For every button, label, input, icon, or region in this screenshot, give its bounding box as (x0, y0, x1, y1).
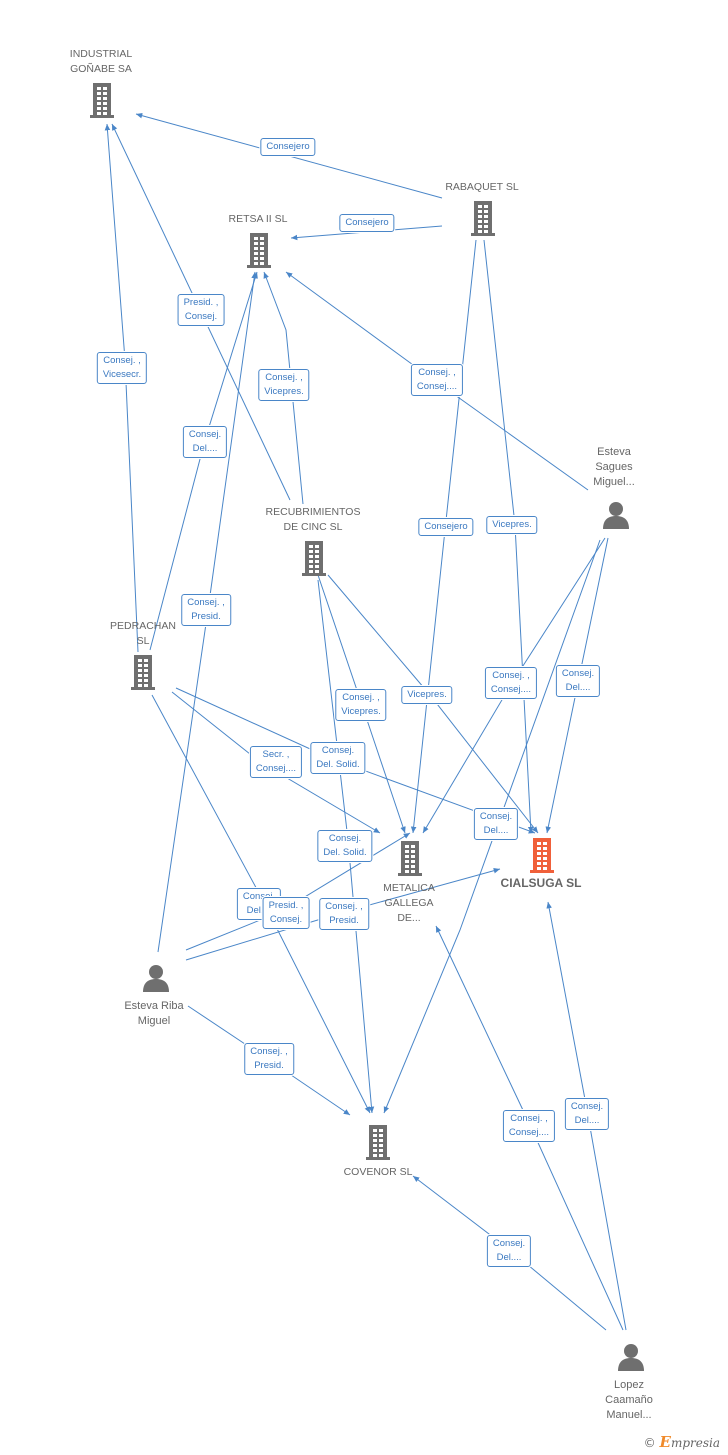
relation-edge (290, 225, 443, 241)
building-icon[interactable] (527, 837, 557, 878)
relation-label[interactable]: Consej. Del.... (555, 665, 601, 697)
relation-label[interactable]: Consej. , Consej.... (502, 1110, 556, 1142)
relation-label[interactable]: Secr. , Consej.... (249, 746, 303, 778)
relation-label[interactable]: Vicepres. (401, 686, 453, 704)
relation-label[interactable]: Consejero (418, 518, 474, 536)
building-icon[interactable] (395, 840, 425, 881)
relation-label[interactable]: Consejero (260, 138, 316, 156)
person-icon[interactable] (616, 1342, 646, 1377)
relation-label[interactable]: Consej. , Vicesecr. (96, 352, 148, 384)
relation-label[interactable]: Consej. Del.... (473, 808, 519, 840)
building-icon[interactable] (87, 82, 117, 123)
node-label-metalica[interactable]: METALICA GALLEGA DE... (383, 882, 435, 924)
node-label-covenor[interactable]: COVENOR SL (343, 1166, 413, 1178)
building-icon[interactable] (468, 200, 498, 241)
relation-edge (104, 123, 139, 653)
building-icon[interactable] (128, 654, 158, 695)
relation-label[interactable]: Consej. Del. Solid. (317, 830, 373, 862)
node-label-esteva-sagues[interactable]: Esteva Sagues Miguel... (593, 446, 635, 488)
relation-label[interactable]: Consej. Del.... (486, 1235, 532, 1267)
relation-label[interactable]: Consej. Del. Solid. (310, 742, 366, 774)
building-icon[interactable] (363, 1124, 393, 1165)
node-label-cialsuga[interactable]: CIALSUGA SL (500, 876, 582, 890)
relation-label[interactable]: Consej. , Presid. (244, 1043, 294, 1075)
building-icon[interactable] (299, 540, 329, 581)
relation-label[interactable]: Vicepres. (486, 516, 538, 534)
node-label-recubrimientos[interactable]: RECUBRIMIENTOS DE CINC SL (265, 506, 361, 533)
node-label-retsa[interactable]: RETSA II SL (228, 213, 288, 225)
relation-label[interactable]: Consej. , Vicepres. (258, 369, 310, 401)
relation-edge (185, 832, 411, 951)
relation-label[interactable]: Consej. , Vicepres. (335, 689, 387, 721)
relation-edge (410, 239, 477, 834)
footer-brand: © Empresia (644, 1433, 720, 1451)
brand-logo-initial: E (659, 1433, 671, 1451)
relation-edge (263, 271, 304, 505)
relation-label[interactable]: Consej. Del.... (564, 1098, 610, 1130)
relation-edge (383, 539, 601, 1114)
building-icon[interactable] (244, 232, 274, 273)
relation-label[interactable]: Consejero (339, 214, 395, 232)
relation-label[interactable]: Consej. Del.... (182, 426, 228, 458)
node-label-pedrachan[interactable]: PEDRACHAN SL (110, 620, 176, 647)
relation-edge (483, 239, 534, 834)
person-icon[interactable] (601, 500, 631, 535)
relation-label[interactable]: Presid. , Consej. (177, 294, 225, 326)
relation-label[interactable]: Consej. , Presid. (319, 898, 369, 930)
node-label-rabaquet[interactable]: RABAQUET SL (445, 181, 519, 193)
brand-logo-text: mpresia (670, 1436, 720, 1450)
person-icon[interactable] (141, 963, 171, 998)
relation-label[interactable]: Consej. , Consej.... (484, 667, 538, 699)
copyright-symbol: © (643, 1436, 656, 1450)
relation-label[interactable]: Presid. , Consej. (262, 897, 310, 929)
relation-label[interactable]: Consej. , Consej.... (410, 364, 464, 396)
relation-edge (135, 112, 443, 199)
relation-label[interactable]: Consej. , Presid. (181, 594, 231, 626)
node-label-industrial[interactable]: INDUSTRIAL GOÑABE SA (69, 48, 133, 75)
node-label-lopez[interactable]: Lopez Caamaño Manuel... (605, 1379, 653, 1421)
node-label-esteva-riba[interactable]: Esteva Riba Miguel (124, 1000, 184, 1027)
